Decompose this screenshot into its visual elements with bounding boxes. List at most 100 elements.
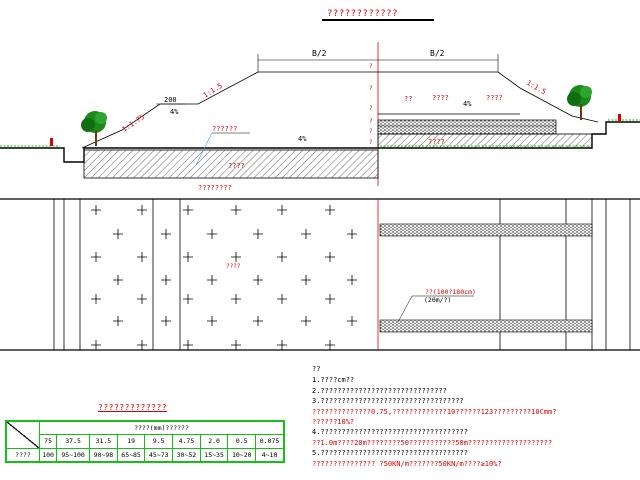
berm-width: 200 <box>164 96 177 104</box>
pile-cross-36 <box>91 340 101 350</box>
plan-callout-2: (20m/?) <box>424 296 451 304</box>
sieve-size: 2.0 <box>199 434 229 449</box>
half-width-right: B/2 <box>430 49 445 58</box>
pile-cross-23 <box>347 275 357 285</box>
half-width-left: B/2 <box>312 49 327 58</box>
layer-label-r1: ?? <box>404 95 412 103</box>
pile-cross-30 <box>113 316 123 326</box>
cl-mark: ? <box>369 128 373 135</box>
range-cell: 65~85 <box>116 447 146 463</box>
note-line: 4.??????????????????????????????????? <box>312 428 468 437</box>
plan-callout-1: ??(100?180cm) <box>425 288 476 296</box>
pile-cross-9 <box>253 229 263 239</box>
tree-icon <box>567 85 592 120</box>
layer-label-r2: ???? <box>432 94 449 102</box>
base-layer-left <box>83 149 379 179</box>
pile-cross-1 <box>137 205 147 215</box>
table-sieve-row: 75 37.5 31.5 19 9.5 4.75 2.0 0.5 0.075 <box>6 434 285 449</box>
pile-cross-26 <box>183 294 193 304</box>
crossfall-right: 4% <box>463 100 472 108</box>
pile-cross-40 <box>277 340 287 350</box>
note-line: ??????????????? ?50KN/m???????50KN/m????… <box>312 459 502 468</box>
pile-cross-16 <box>277 252 287 262</box>
pile-cross-0 <box>91 205 101 215</box>
pile-cross-14 <box>183 252 193 262</box>
pile-cross-41 <box>325 340 335 350</box>
pile-cross-24 <box>91 294 101 304</box>
row-label: ???? <box>5 447 40 463</box>
layer-label-r3: ???? <box>486 94 503 102</box>
slope-upper-left: 1:1.5 <box>202 82 224 100</box>
drawing-title: ???????????? <box>327 9 398 19</box>
pile-cross-12 <box>91 252 101 262</box>
pile-cross-11 <box>347 229 357 239</box>
range-cell: 45~73 <box>144 447 174 463</box>
table-header-row: ????(mm)?????? <box>5 420 285 449</box>
table-corner-cell <box>5 420 40 449</box>
range-cell: 30~52 <box>172 447 201 463</box>
pile-cross-19 <box>161 275 171 285</box>
range-cell: 90~98 <box>89 447 118 463</box>
pile-grid <box>91 205 357 350</box>
pile-cross-7 <box>161 229 171 239</box>
dimension-line <box>257 54 499 72</box>
pile-cross-2 <box>183 205 193 215</box>
range-cell: 95~100 <box>56 447 91 463</box>
pile-cross-27 <box>231 294 241 304</box>
callout-arrow <box>397 295 413 323</box>
reinforcement-strip-2 <box>379 319 593 333</box>
slope-outer-left: 1:1.75 <box>121 113 146 134</box>
sieve-size: 4.75 <box>172 434 201 449</box>
sieve-size: 0.5 <box>227 434 257 449</box>
embankment-outline <box>81 71 599 149</box>
pile-cross-13 <box>137 252 147 262</box>
pile-cross-15 <box>231 252 241 262</box>
layer-leader-left <box>195 132 213 166</box>
cl-mark: ? <box>369 105 373 112</box>
base-label-right: ???? <box>428 138 445 146</box>
pile-cross-35 <box>347 316 357 326</box>
base-label-left: ???? <box>228 162 245 170</box>
range-cell: 4~10 <box>255 447 285 463</box>
pile-cross-18 <box>113 275 123 285</box>
note-line: ??????10%? <box>312 418 355 427</box>
reinforcement-strip-1 <box>379 223 593 237</box>
pile-cross-5 <box>325 205 335 215</box>
gradation-table: ????(mm)?????? 75 37.5 31.5 19 9.5 4.75 … <box>5 420 285 463</box>
note-line: 3.?????????????????????????????????? <box>312 397 464 406</box>
pile-cross-10 <box>301 229 311 239</box>
layer-label-left: ?????? <box>212 125 237 133</box>
pile-cross-3 <box>231 205 241 215</box>
slope-right: 1:1.5 <box>525 79 547 96</box>
note-line: 2.?????????????????????????????? <box>312 386 447 395</box>
pile-cross-22 <box>301 275 311 285</box>
berm-grade: 4% <box>170 108 179 116</box>
pile-cross-4 <box>277 205 287 215</box>
cl-mark: ? <box>369 85 373 92</box>
pile-cross-17 <box>325 252 335 262</box>
range-cell: 10~20 <box>227 447 257 463</box>
pile-cross-29 <box>325 294 335 304</box>
note-line: ??????????????0.75,?????????????10??????… <box>312 407 557 416</box>
notes-heading: ?? <box>312 365 321 373</box>
pile-cross-8 <box>207 229 217 239</box>
range-cell: 15~35 <box>199 447 229 463</box>
sieve-size: 37.5 <box>56 434 91 449</box>
note-line: ??1.0m????20m????????50???????????50m???… <box>312 438 553 447</box>
cl-mark: ? <box>369 118 373 125</box>
pile-cross-37 <box>137 340 147 350</box>
note-line: 5.??????????????????????????????????? <box>312 449 468 458</box>
tree-icon <box>81 111 107 146</box>
pile-cross-20 <box>207 275 217 285</box>
left-ditch-marker <box>50 138 53 146</box>
table-header-top: ????(mm)?????? <box>39 420 285 436</box>
sieve-size: 19 <box>116 434 146 449</box>
pile-cross-25 <box>137 294 147 304</box>
cl-mark: ? <box>369 63 373 70</box>
sieve-size: 31.5 <box>89 434 118 449</box>
gravel-layer-right <box>377 119 557 135</box>
pile-cross-6 <box>113 229 123 239</box>
notes-block: ?? 1.????cm?? 2.????????????????????????… <box>312 364 638 469</box>
sieve-size: 0.075 <box>255 434 285 449</box>
